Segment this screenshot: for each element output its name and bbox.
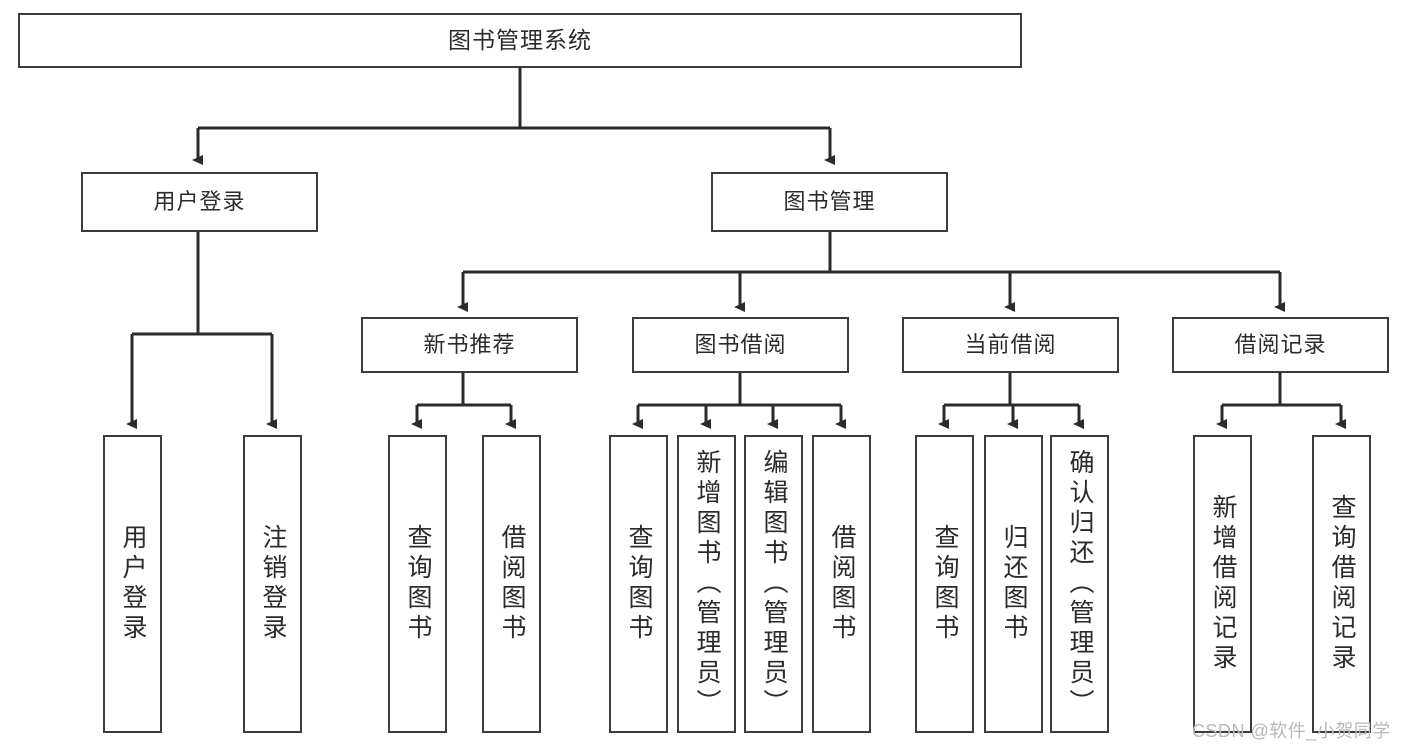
node-borrow-record[interactable]: 借阅记录 [1172,317,1389,373]
node-label: 借阅记录 [1234,331,1327,357]
leaf-record-query[interactable]: 查询借阅记录 [1312,435,1371,733]
node-label: 查询图书 [931,524,959,644]
leaf-borrow-add-book[interactable]: 新增图书（管理员） [677,435,736,733]
node-label: 新增图书（管理员） [693,449,721,719]
node-book-borrow[interactable]: 图书借阅 [632,317,849,373]
leaf-borrow-borrow-book[interactable]: 借阅图书 [812,435,871,733]
node-label: 新增借阅记录 [1209,494,1237,674]
leaf-recommend-borrow-book[interactable]: 借阅图书 [482,435,541,733]
leaf-borrow-edit-book[interactable]: 编辑图书（管理员） [744,435,803,733]
node-root-system[interactable]: 图书管理系统 [18,13,1022,68]
node-label: 借阅图书 [828,524,856,644]
node-label: 用户登录 [119,524,147,644]
node-label: 归还图书 [1000,524,1028,644]
node-label: 图书借阅 [694,331,787,357]
node-label: 编辑图书（管理员） [760,449,788,719]
csdn-watermark: CSDN @软件_小贺同学 [1192,721,1391,741]
leaf-user-logout[interactable]: 注销登录 [243,435,302,733]
node-label: 查询图书 [625,524,653,644]
node-label: 借阅图书 [498,524,526,644]
node-book-management[interactable]: 图书管理 [711,172,948,232]
node-label: 确认归还（管理员） [1066,449,1094,719]
leaf-user-login[interactable]: 用户登录 [103,435,162,733]
leaf-current-confirm-return[interactable]: 确认归还（管理员） [1050,435,1109,733]
node-label: 当前借阅 [964,331,1057,357]
node-new-book-recommend[interactable]: 新书推荐 [361,317,578,373]
node-label: 图书管理系统 [448,26,592,53]
node-label: 查询借阅记录 [1328,494,1356,674]
node-label: 图书管理 [783,188,876,214]
node-label: 用户登录 [153,188,246,214]
leaf-current-return-book[interactable]: 归还图书 [984,435,1043,733]
node-label: 新书推荐 [423,331,516,357]
leaf-record-add[interactable]: 新增借阅记录 [1193,435,1252,733]
leaf-current-query-book[interactable]: 查询图书 [915,435,974,733]
node-label: 查询图书 [404,524,432,644]
leaf-borrow-query-book[interactable]: 查询图书 [609,435,668,733]
node-user-login[interactable]: 用户登录 [81,172,318,232]
node-label: 注销登录 [259,524,287,644]
node-current-borrow[interactable]: 当前借阅 [902,317,1119,373]
leaf-recommend-query-book[interactable]: 查询图书 [388,435,447,733]
